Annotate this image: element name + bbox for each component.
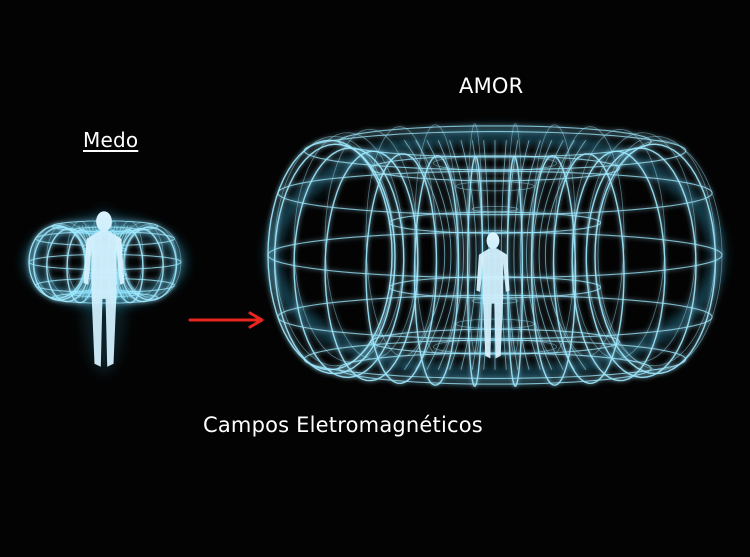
torus-parallel-line xyxy=(388,276,602,299)
torus-meridian-line xyxy=(124,225,182,299)
vortex-ring xyxy=(432,155,558,172)
torus-parallel-line xyxy=(303,131,687,171)
torus-meridian-line xyxy=(553,126,625,357)
caption: Campos Eletromagnéticos xyxy=(203,413,483,437)
torus-meridian-line xyxy=(571,150,666,382)
vortex-funnel-line xyxy=(460,140,477,370)
vortex-funnel-line xyxy=(437,140,464,370)
right-arrow-icon xyxy=(188,311,264,329)
human-figure-icon xyxy=(81,208,127,374)
torus-parallel-line xyxy=(370,328,620,355)
torus-meridian-line xyxy=(267,139,393,371)
torus-meridian-line xyxy=(585,132,697,363)
torus-parallel-line xyxy=(388,211,602,234)
torus-meridian-line xyxy=(365,126,437,357)
torus-parallel-line xyxy=(338,125,652,158)
torus-meridian-line xyxy=(531,124,576,355)
torus-parallel-line xyxy=(267,231,723,279)
vortex-funnel-line xyxy=(507,140,519,370)
torus-parallel-line xyxy=(35,277,175,293)
torus-parallel-line xyxy=(338,352,652,385)
vortex-funnel-line xyxy=(513,140,530,370)
torus-meridian-line xyxy=(293,132,405,363)
torus-meridian-line xyxy=(597,139,723,371)
human-figure-icon xyxy=(475,230,511,364)
torus-parallel-line xyxy=(51,292,159,304)
vortex-funnel-line xyxy=(449,140,471,370)
torus-meridian-line xyxy=(552,153,625,385)
vortex-ring xyxy=(471,205,519,213)
torus-parallel-line xyxy=(35,231,175,247)
figure-aura xyxy=(81,208,127,374)
vortex-funnel-line xyxy=(519,140,541,370)
torus-parallel-line xyxy=(303,339,687,379)
torus-parallel-line xyxy=(277,170,713,216)
vortex-funnel-line xyxy=(415,140,452,370)
vortex-funnel-line xyxy=(545,140,587,370)
torus-meridian-line xyxy=(324,128,419,360)
torus-meridian-line xyxy=(571,128,666,360)
torus-parallel-line xyxy=(51,220,159,232)
vortex-funnel-line xyxy=(526,140,553,370)
torus-parallel-line xyxy=(370,155,620,182)
torus-meridian-line xyxy=(324,150,419,382)
love-field-label: AMOR xyxy=(459,74,524,98)
vortex-funnel-line xyxy=(532,140,564,370)
torus-meridian-line xyxy=(414,124,459,355)
figure-aura xyxy=(475,230,511,364)
vortex-funnel-line xyxy=(426,140,458,370)
torus-meridian-line xyxy=(365,153,438,385)
torus-halo xyxy=(267,129,723,381)
torus-parallel-line xyxy=(28,253,182,271)
vortex-funnel-line xyxy=(403,140,446,370)
vortex-funnel-line xyxy=(538,140,575,370)
vortex-ring xyxy=(455,181,535,192)
fear-field-label: Medo xyxy=(83,128,139,152)
